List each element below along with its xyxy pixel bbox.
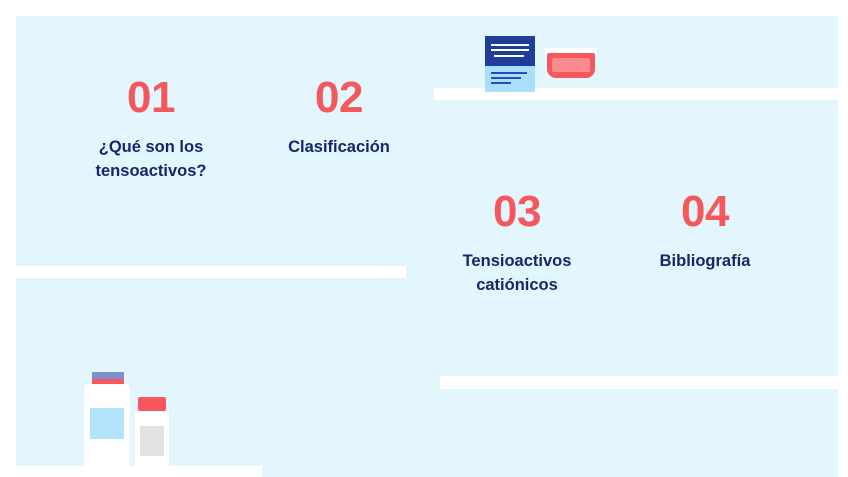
agenda-item-01-title: ¿Qué son los tensoactivos?: [95, 138, 207, 180]
agenda-item-01: 01 ¿Qué son los tensoactivos?: [58, 76, 244, 184]
agenda-item-02-number: 02: [315, 73, 363, 122]
divider-bottom-right: [440, 376, 848, 389]
agenda-item-03: 03 Tensioactivos catiónicos: [424, 190, 610, 298]
document-card-top: [485, 36, 535, 66]
divider-top-right: [434, 88, 848, 100]
divider-mid-left: [10, 266, 406, 278]
tray-lid: [545, 48, 597, 55]
large-bottle-cap-band: [92, 379, 124, 384]
agenda-item-03-title: Tensioactivos catiónicos: [462, 252, 572, 294]
agenda-item-02: 02 Clasificación: [246, 76, 432, 160]
agenda-item-04-number: 04: [681, 187, 729, 236]
small-bottle-label: [140, 426, 164, 456]
document-card-illustration: [485, 36, 605, 92]
frame-left-margin: [0, 0, 16, 477]
large-bottle-cap: [92, 372, 124, 379]
agenda-item-04: 04 Bibliografía: [612, 190, 798, 274]
agenda-item-04-title: Bibliografía: [659, 252, 751, 270]
tray-icon: [547, 53, 595, 78]
small-bottle-cap: [138, 397, 166, 411]
agenda-item-03-number: 03: [493, 187, 541, 236]
document-card-bottom: [485, 66, 535, 92]
agenda-item-01-number: 01: [127, 73, 175, 122]
frame-right-margin: [838, 0, 848, 477]
agenda-item-02-title: Clasificación: [288, 138, 390, 156]
tray-inner: [552, 58, 590, 72]
frame-top-margin: [0, 0, 848, 16]
large-bottle-label: [90, 408, 124, 439]
bottles-illustration: [78, 372, 178, 477]
